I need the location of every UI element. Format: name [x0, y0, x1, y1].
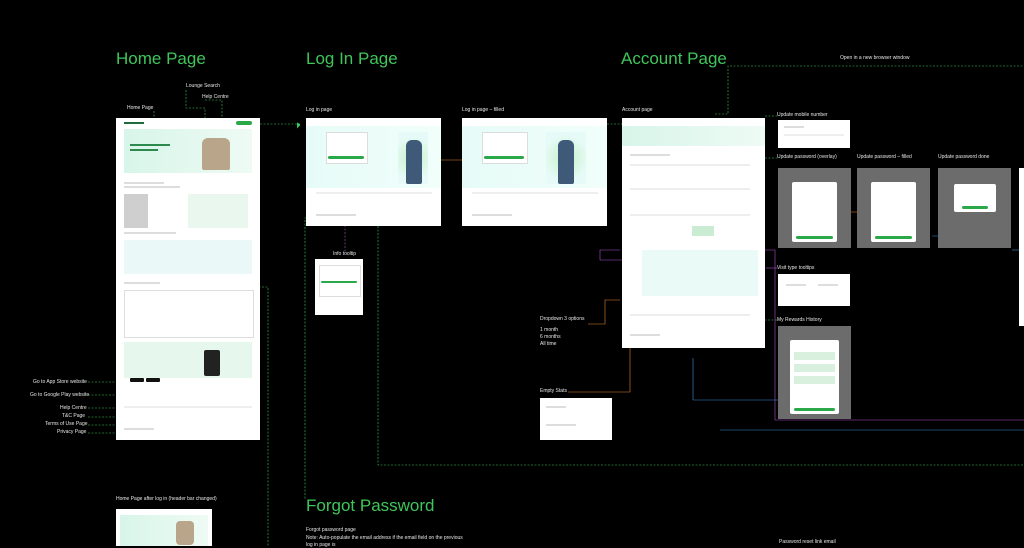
label-update-pw-filled: Update password – filled	[857, 154, 912, 160]
label-info-tooltip: Info tooltip	[333, 251, 357, 257]
label-reset-email: Password reset link email	[779, 539, 836, 545]
label-tc-page: T&C Page	[62, 413, 86, 419]
home-page-frame[interactable]	[116, 118, 260, 440]
label-home-after-login: Home Page after log in (header bar chang…	[116, 496, 217, 502]
label-forgot-note: Note: Auto-populate the email address if…	[306, 535, 463, 541]
label-home-page: Home Page	[127, 105, 154, 111]
account-page-frame[interactable]	[622, 118, 765, 348]
label-dropdown-options: Dropdown 3 options	[540, 316, 585, 322]
label-app-store: Go to App Store website	[33, 379, 87, 385]
login-page-frame[interactable]	[306, 118, 441, 226]
label-login-filled: Log in page – filled	[462, 107, 504, 113]
label-account-page: Account page	[622, 107, 653, 113]
right-edge-frame	[1019, 168, 1024, 326]
label-lounge-search: Lounge Search	[186, 83, 220, 89]
label-help-centre: Help Centre	[60, 405, 87, 411]
update-pw-done-frame[interactable]	[938, 168, 1011, 248]
section-title-home: Home Page	[116, 49, 206, 68]
label-option-2: 6 months	[540, 334, 561, 340]
label-terms-page: Terms of Use Page	[45, 421, 88, 427]
label-option-3: All time	[540, 341, 557, 347]
label-forgot-note-2: log in page is	[306, 542, 336, 548]
label-help-centre-top: Help Centre	[202, 94, 229, 100]
update-pw-filled-frame[interactable]	[857, 168, 930, 248]
info-tooltip-frame[interactable]	[315, 259, 363, 315]
label-open-new-window: Open in a new browser window	[840, 55, 910, 61]
login-filled-frame[interactable]	[462, 118, 607, 226]
label-option-1: 1 month	[540, 327, 559, 333]
section-title-login: Log In Page	[306, 49, 398, 68]
label-login-page: Log in page	[306, 107, 333, 113]
label-forgot-page: Forgot password page	[306, 527, 356, 533]
visit-type-tooltip-frame[interactable]	[778, 274, 850, 306]
section-title-account: Account Page	[621, 49, 727, 68]
section-title-forgot: Forgot Password	[306, 496, 435, 515]
empty-stats-frame[interactable]	[540, 398, 612, 440]
label-rewards-history: My Rewards History	[777, 317, 822, 323]
label-update-mobile: Update mobile number	[777, 112, 828, 118]
label-google-play: Go to Google Play website	[30, 392, 90, 398]
update-mobile-frame[interactable]	[778, 120, 850, 148]
label-update-pw-overlay: Update password (overlay)	[777, 154, 837, 160]
label-privacy-page: Privacy Page	[57, 429, 87, 435]
update-pw-overlay-frame[interactable]	[778, 168, 851, 248]
label-update-pw-done: Update password done	[938, 154, 990, 160]
home-after-login-frame[interactable]	[116, 509, 212, 546]
rewards-history-frame[interactable]	[778, 326, 851, 419]
label-visit-type-tooltip: Visit type tooltips	[777, 265, 815, 271]
label-empty-stats: Empty Stats	[540, 388, 567, 394]
